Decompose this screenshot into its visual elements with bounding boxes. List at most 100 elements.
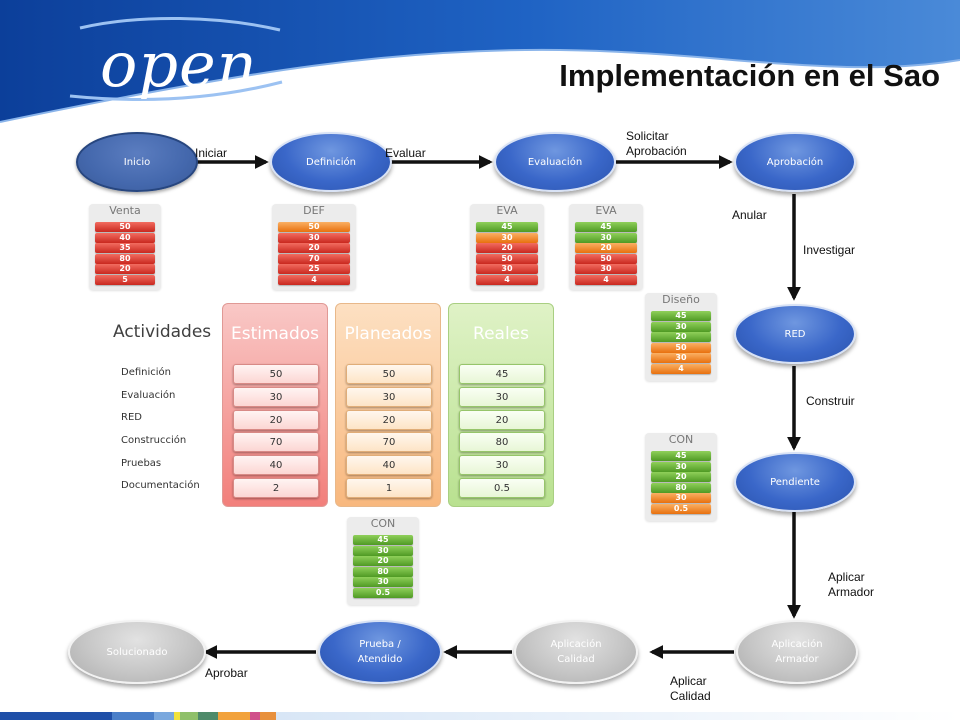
mini-bar: 40	[95, 232, 155, 243]
table-cell: 20	[233, 410, 319, 430]
table-cell: 40	[233, 455, 319, 475]
table-cell: 30	[346, 387, 432, 407]
table-cell: 40	[346, 455, 432, 475]
table-cell: 2	[233, 478, 319, 498]
node-pendiente[interactable]: Pendiente	[734, 452, 856, 512]
mini-bar: 0.5	[651, 503, 711, 514]
mini-bar: 70	[278, 253, 350, 264]
column-title: Reales	[473, 324, 529, 344]
mini-bar: 20	[575, 243, 637, 253]
edge-label-aprobar: Aprobar	[205, 666, 248, 680]
mini-bar: 50	[95, 222, 155, 232]
mini-bar: 45	[476, 222, 538, 232]
node-red[interactable]: RED	[734, 304, 856, 364]
footer-strip	[174, 712, 180, 720]
mini-chart-title: CON	[370, 517, 396, 530]
mini-bar: 30	[353, 577, 413, 587]
mini-bar: 50	[651, 342, 711, 353]
mini-bar: 4	[278, 274, 350, 285]
footer-strip	[198, 712, 218, 720]
edge-label-aplicar-armador: Aplicar Armador	[828, 570, 875, 599]
mini-bar: 20	[651, 332, 711, 342]
open-logo: open	[100, 28, 258, 101]
activity-label: Pruebas	[121, 458, 162, 469]
activity-label: Documentación	[121, 480, 200, 491]
table-cell: 70	[233, 432, 319, 452]
node-prueba-atendido[interactable]: Prueba /Atendido	[318, 620, 442, 684]
mini-bar: 4	[651, 363, 711, 374]
column-title: Planeados	[344, 324, 432, 344]
mini-bar: 4	[575, 274, 637, 285]
mini-bar: 30	[651, 353, 711, 363]
activity-label: RED	[121, 412, 142, 423]
mini-chart-title: CON	[668, 433, 694, 446]
mini-bar: 30	[278, 232, 350, 243]
footer-strip	[112, 712, 154, 720]
edge-label-investigar: Investigar	[803, 243, 856, 257]
table-cell: 20	[459, 410, 545, 430]
mini-bar: 30	[476, 232, 538, 243]
mini-bar: 45	[651, 311, 711, 321]
table-cell: 30	[233, 387, 319, 407]
column-estimados: Estimados 50 30 20 70 40 2	[222, 303, 328, 507]
mini-bar: 30	[575, 232, 637, 243]
page-title: Implementación en el Sao	[559, 58, 940, 93]
mini-bar: 30	[651, 461, 711, 472]
mini-chart-title: Diseño	[662, 293, 700, 306]
table-cell: 30	[459, 387, 545, 407]
footer-strip	[260, 712, 276, 720]
mini-bar: 30	[476, 264, 538, 274]
mini-bar: 45	[575, 222, 637, 232]
mini-bar: 30	[575, 264, 637, 274]
table-cell: 20	[346, 410, 432, 430]
edge-label-iniciar: Iniciar	[195, 146, 228, 160]
node-aprobacion[interactable]: Aprobación	[734, 132, 856, 192]
edge-label-solicitar-aprobacion: Solicitar Aprobación	[626, 129, 687, 158]
column-reales: Reales 45 30 20 80 30 0.5	[448, 303, 554, 507]
mini-bar: 25	[278, 264, 350, 274]
footer-strip	[218, 712, 250, 720]
table-cell: 50	[346, 364, 432, 384]
table-cell: 70	[346, 432, 432, 452]
mini-bar: 35	[95, 243, 155, 253]
mini-bar: 0.5	[353, 587, 413, 598]
mini-chart-title: Venta	[109, 204, 141, 217]
mini-bar: 30	[651, 493, 711, 503]
node-definicion[interactable]: Definición	[270, 132, 392, 192]
mini-bar: 20	[353, 556, 413, 566]
mini-bar: 30	[651, 321, 711, 332]
mini-bar: 45	[353, 535, 413, 545]
node-solucionado[interactable]: Solucionado	[68, 620, 206, 684]
activity-label: Definición	[121, 367, 171, 378]
actividades-heading: Actividades	[113, 322, 212, 342]
node-inicio[interactable]: Inicio	[76, 132, 198, 192]
table-cell: 50	[233, 364, 319, 384]
mini-bar: 30	[353, 545, 413, 556]
table-cell: 1	[346, 478, 432, 498]
activity-label: Construcción	[121, 435, 187, 446]
mini-chart-title: DEF	[303, 204, 325, 217]
footer-strip	[0, 712, 112, 720]
mini-bar: 5	[95, 274, 155, 285]
table-cell: 80	[459, 432, 545, 452]
node-evaluacion[interactable]: Evaluación	[494, 132, 616, 192]
mini-bar: 4	[476, 274, 538, 285]
mini-bar: 20	[95, 264, 155, 274]
edge-label-anular: Anular	[732, 208, 767, 222]
column-planeados: Planeados 50 30 20 70 40 1	[335, 303, 441, 507]
mini-chart-title: EVA	[496, 204, 518, 217]
mini-bar: 50	[278, 222, 350, 232]
mini-bar: 80	[651, 482, 711, 493]
table-cell: 0.5	[459, 478, 545, 498]
activity-label: Evaluación	[121, 390, 176, 401]
